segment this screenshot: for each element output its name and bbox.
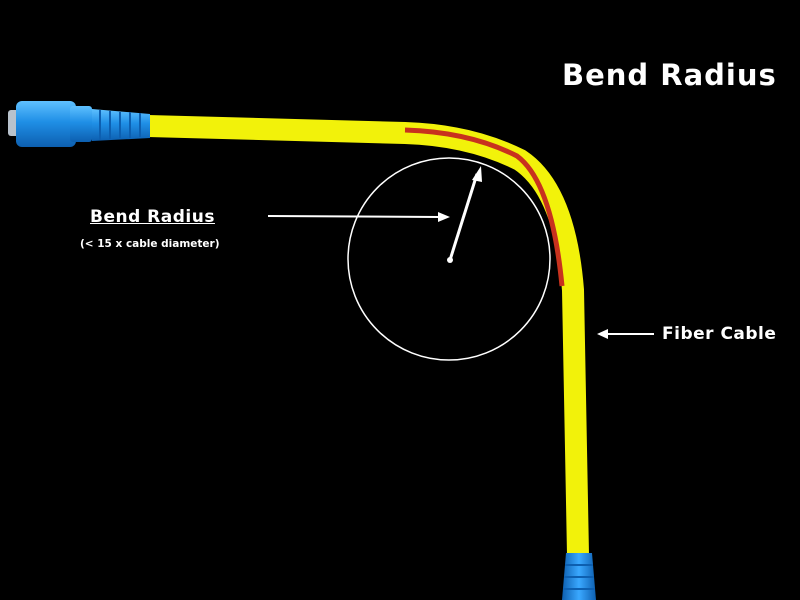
bend-radius-label: Bend Radius [90, 207, 215, 227]
bottom-connector [562, 553, 596, 600]
radius-line [448, 173, 479, 261]
bend-radius-pointer-line [267, 215, 441, 218]
bend-stress-zone [404, 127, 565, 287]
fiber-cable [147, 115, 589, 556]
fiber-cable-pointer-arrowhead [597, 329, 608, 339]
left-connector [8, 101, 150, 147]
fiber-cable-label: Fiber Cable [662, 324, 777, 344]
bend-radius-sublabel: (< 15 x cable diameter) [80, 238, 220, 250]
diagram-title: Bend Radius [562, 58, 777, 92]
radius-arrowhead [472, 166, 482, 182]
bend-radius-circle [347, 157, 551, 361]
bend-radius-pointer-arrowhead [438, 212, 450, 222]
